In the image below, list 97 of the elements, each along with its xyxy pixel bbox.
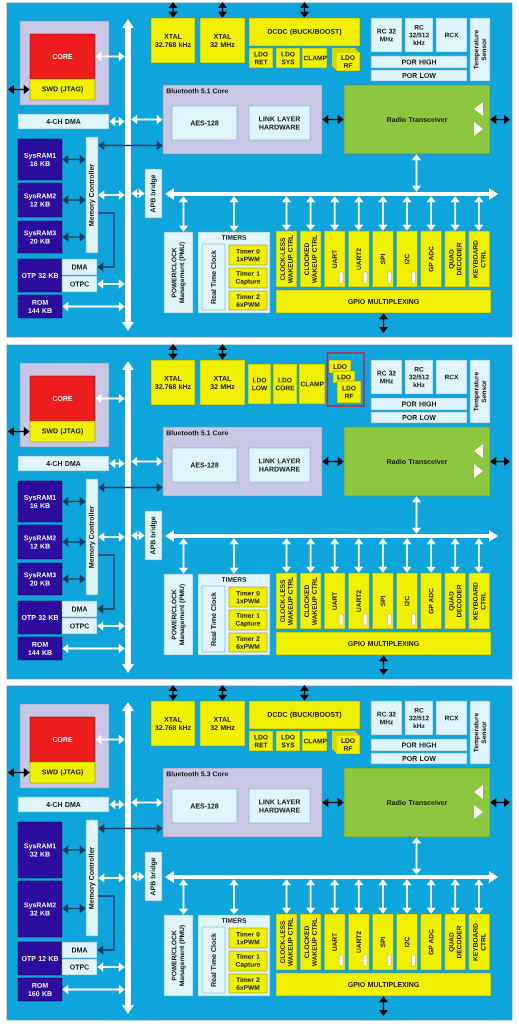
arrow [229,879,239,915]
arrow [109,116,125,127]
arrow [217,2,228,18]
arrow [322,797,344,808]
arrow [305,538,316,573]
arrow [322,456,344,467]
arrow [305,879,316,914]
arrow [490,456,510,467]
arrow [62,195,86,205]
arrow [474,196,484,231]
arrow [330,538,340,573]
arrow [378,996,389,1016]
arrow [62,301,125,312]
arrow [450,538,460,573]
arrow [281,879,292,914]
bus-arrow [165,530,498,542]
arrow [178,538,189,574]
arrow [62,643,125,654]
arrow [450,196,460,231]
arrow [330,879,340,914]
arrow [354,196,364,231]
arrow [131,871,145,882]
arrow [97,279,125,289]
arrow [98,140,163,151]
arrow [97,895,115,955]
arrow [62,845,86,855]
arrow [8,767,30,778]
arrow [378,538,388,573]
bus-arrow [165,188,498,200]
arrow [168,685,178,701]
arrow [354,538,364,573]
arrow [168,344,178,360]
arrow [62,154,86,165]
bus-arrow [122,361,134,673]
arrow [98,823,163,834]
arrow [378,879,388,914]
arrow [98,190,125,200]
arrow [62,232,86,242]
arrow [411,496,422,534]
arrow [62,984,125,995]
arrow [62,574,86,584]
arrow [131,188,145,199]
arrow [378,313,389,333]
arrow [62,496,86,507]
arrow [97,962,125,972]
arrow [98,482,163,493]
arrow [378,196,388,231]
arrow [402,879,412,914]
arrow [95,393,125,404]
arrow [281,538,292,573]
arrow [131,456,163,467]
arrow [8,84,30,95]
arrow [178,879,189,915]
arrow [8,426,30,437]
arrow [97,554,115,614]
arrow [322,114,344,125]
arrow [131,797,163,808]
arrow [109,799,125,810]
arrow [131,114,163,125]
arrow [402,538,412,573]
arrow [299,685,310,701]
arrow [474,879,484,914]
arrow [217,344,228,360]
arrow [95,51,125,62]
arrow [490,797,510,808]
arrow [402,196,412,231]
arrow [95,734,125,745]
arrow [229,196,239,232]
arrow [411,154,422,192]
arrow [98,532,125,542]
arrow [490,114,510,125]
arrow [97,212,115,272]
arrow [426,879,436,914]
arrow [168,2,178,18]
arrow [281,196,292,231]
arrow [378,655,389,675]
arrow [450,879,460,914]
arrow [474,538,484,573]
arrow [178,196,189,232]
arrow [305,196,316,231]
arrow [62,903,86,914]
arrow [131,530,145,541]
bus-arrow [122,702,134,1014]
arrow [426,196,436,231]
arrow [330,196,340,231]
arrow [411,837,422,875]
arrow [97,621,125,631]
arrow [426,538,436,573]
bus-arrow [165,871,498,883]
arrow [299,2,310,18]
arrow [62,537,86,547]
arrow [109,458,125,469]
arrow [354,879,364,914]
arrow [217,685,228,701]
arrow [229,538,239,574]
bus-arrow [122,19,134,331]
arrow [98,873,125,883]
